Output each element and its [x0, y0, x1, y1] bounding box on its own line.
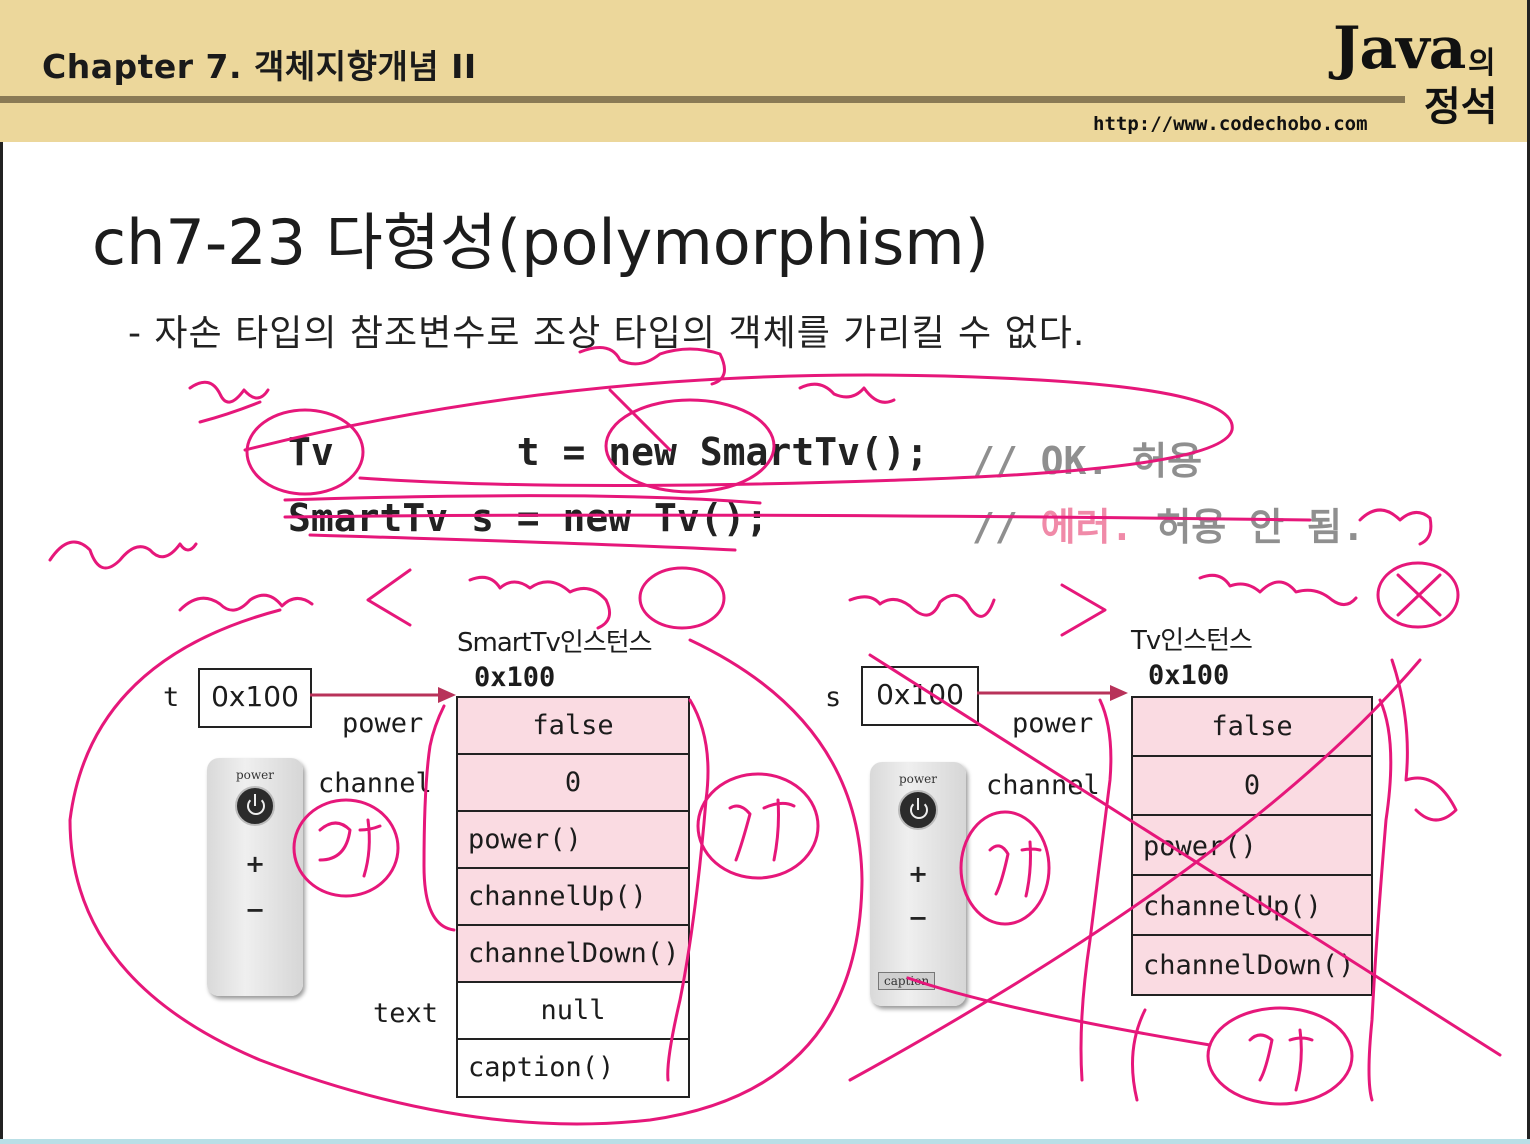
right-cell-channel: 0	[1131, 755, 1373, 816]
chapter-title: Chapter 7. 객체지향개념 II	[42, 47, 477, 86]
left-cell-method-channeldown: channelDown()	[456, 924, 690, 983]
right-instance-address: 0x100	[1148, 660, 1230, 691]
code-line-2: SmartTv s = new Tv();	[288, 496, 769, 540]
caption-button: caption	[878, 972, 936, 990]
power-icon	[235, 786, 275, 826]
book-logo: 정석	[1424, 84, 1498, 130]
left-cell-method-channelup: channelUp()	[456, 867, 690, 926]
right-remote-control: power + − caption	[870, 762, 966, 1006]
right-label-channel: channel	[986, 770, 1100, 801]
comment-suffix: 허용 안 됨.	[1133, 505, 1365, 549]
left-cell-channel: 0	[456, 753, 690, 812]
right-cell-method-channeldown: channelDown()	[1131, 934, 1373, 996]
right-cell-method-channelup: channelUp()	[1131, 874, 1373, 936]
code-line-1: Tv t = new SmartTv();	[288, 430, 929, 474]
comment-error-word: 에러.	[1040, 505, 1134, 549]
plus-icon: +	[244, 850, 266, 878]
right-label-power: power	[1012, 708, 1094, 739]
right-ref-box: 0x100	[861, 666, 979, 726]
left-label-channel: channel	[318, 768, 432, 799]
right-cell-power: false	[1131, 696, 1373, 757]
power-icon	[898, 790, 938, 830]
header-divider	[0, 96, 1405, 103]
minus-icon: −	[244, 896, 266, 924]
left-instance-title: SmartTv인스턴스	[457, 628, 653, 658]
code-comment-1: // OK. 허용	[972, 439, 1203, 483]
right-instance-title: Tv인스턴스	[1131, 626, 1253, 656]
java-logo: Java	[1333, 14, 1466, 82]
minus-icon: −	[907, 904, 929, 932]
left-ref-box: 0x100	[198, 668, 312, 728]
window-left-border	[0, 142, 3, 1144]
left-cell-method-power: power()	[456, 810, 690, 869]
java-logo-suffix: 의	[1468, 46, 1496, 81]
left-remote-control: power + −	[207, 758, 303, 996]
left-cell-power: false	[456, 696, 690, 755]
left-label-power: power	[342, 708, 424, 739]
remote-power-label: power	[898, 772, 937, 786]
left-label-text: text	[373, 998, 439, 1029]
reference-arrows	[310, 685, 1128, 703]
comment-prefix: //	[972, 505, 1041, 549]
left-instance-address: 0x100	[474, 662, 556, 693]
left-var-name: t	[163, 682, 180, 713]
left-cell-method-caption: caption()	[456, 1038, 690, 1098]
code-comment-2: // 에러. 허용 안 됨.	[972, 496, 1365, 551]
slide-title: ch7-23 다형성(polymorphism)	[92, 206, 989, 279]
right-var-name: s	[825, 682, 842, 713]
bottom-strip	[0, 1139, 1530, 1144]
left-cell-text: null	[456, 981, 690, 1040]
right-cell-method-power: power()	[1131, 814, 1373, 876]
site-url: http://www.codechobo.com	[1093, 113, 1368, 135]
remote-power-label: power	[235, 768, 274, 782]
slide-header	[0, 0, 1530, 142]
slide-subtitle: - 자손 타입의 참조변수로 조상 타입의 객체를 가리킬 수 없다.	[128, 313, 1086, 354]
window-right-border	[1527, 0, 1530, 1144]
plus-icon: +	[907, 860, 929, 888]
